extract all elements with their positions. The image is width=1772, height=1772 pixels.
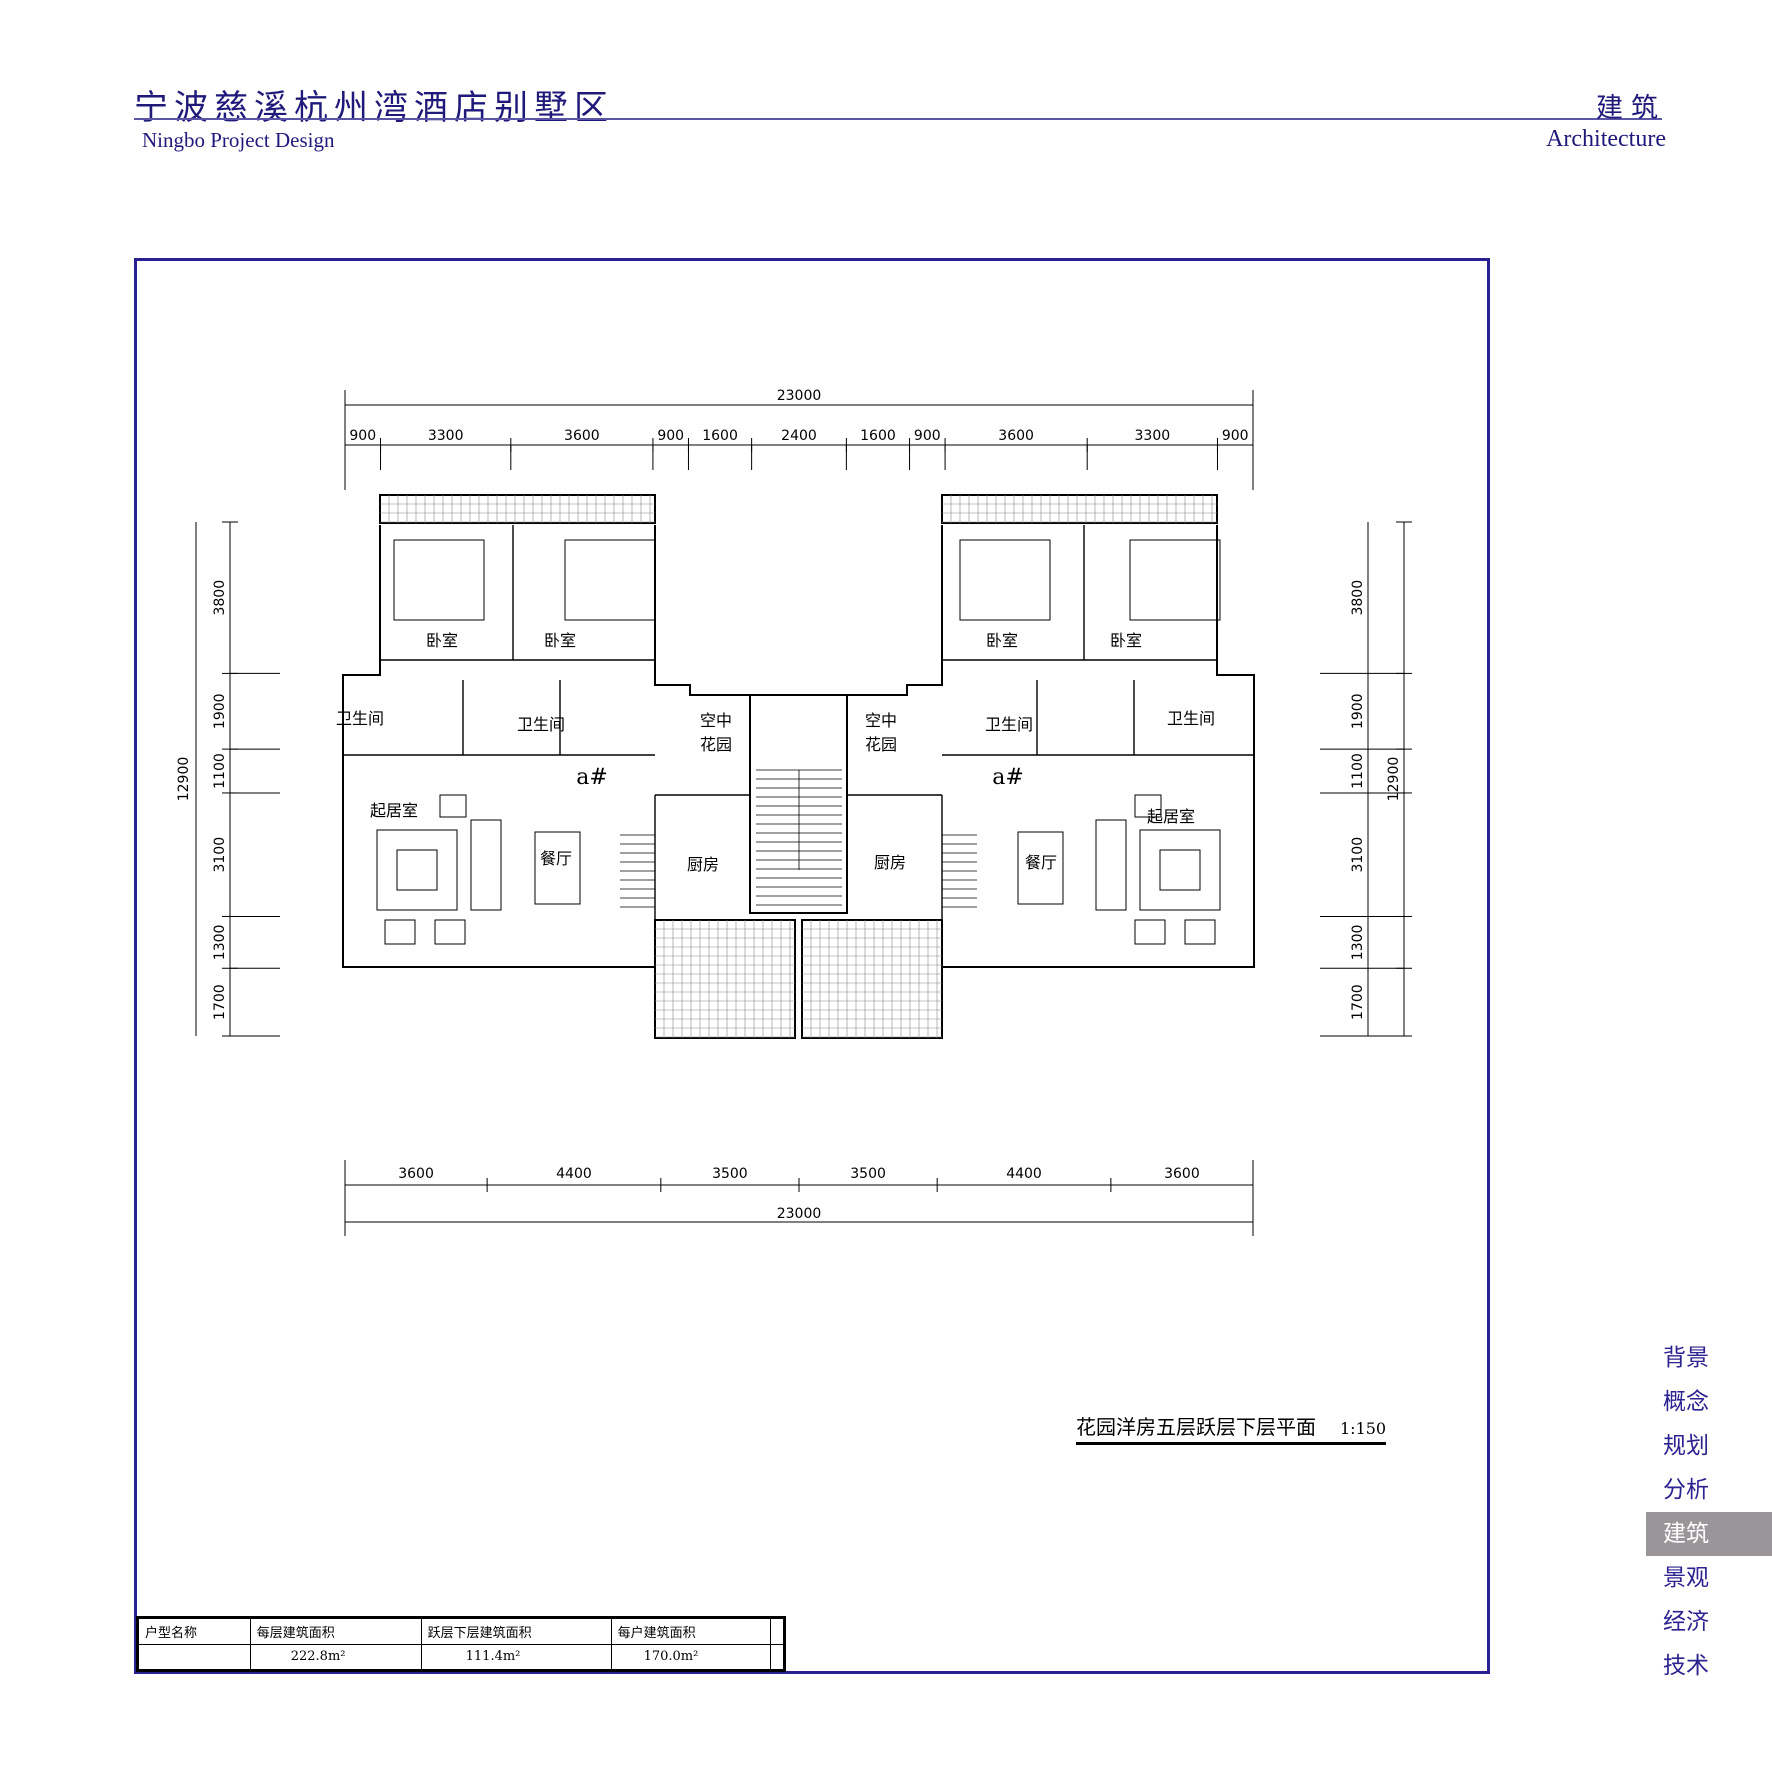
- nav-item-analysis[interactable]: 分析: [1663, 1477, 1709, 1503]
- room-label-sky-garden: 花园: [865, 735, 897, 754]
- nav-item-technology[interactable]: 技术: [1663, 1653, 1709, 1679]
- table-header-cell: 户型名称: [137, 1617, 251, 1645]
- area-table: 户型名称 每层建筑面积 跃层下层建筑面积 每户建筑面积 222.8m² 111.…: [136, 1616, 786, 1672]
- area-table-header: 户型名称 每层建筑面积 跃层下层建筑面积 每户建筑面积: [137, 1617, 785, 1645]
- dim-top-segment: 900: [657, 428, 684, 444]
- dim-top-segment: 2400: [781, 428, 817, 444]
- dim-top-segment: 1600: [860, 428, 896, 444]
- room-label-dining: 餐厅: [540, 849, 572, 868]
- section-title-en: Architecture: [1546, 126, 1666, 152]
- header-rule: [134, 118, 1662, 120]
- room-label-bathroom: 卫生间: [985, 715, 1033, 734]
- room-label-kitchen: 厨房: [874, 853, 906, 872]
- room-label-bathroom: 卫生间: [336, 709, 384, 728]
- dim-bottom-segment: 3600: [1164, 1166, 1200, 1182]
- section-title: 建筑: [1596, 93, 1666, 124]
- room-label-kitchen: 厨房: [687, 855, 719, 874]
- dim-right-segment: 1100: [1350, 753, 1366, 789]
- dim-left-segment: 1700: [212, 984, 228, 1020]
- table-header-cell: 每层建筑面积: [249, 1617, 422, 1645]
- dim-top-segment: 3300: [1135, 428, 1171, 444]
- table-cell: [770, 1643, 785, 1671]
- table-cell: 111.4m²: [420, 1643, 612, 1671]
- dim-bottom-segment: 3500: [850, 1166, 886, 1182]
- room-label-living: 起居室: [1147, 807, 1195, 826]
- nav-item-economics[interactable]: 经济: [1663, 1609, 1709, 1635]
- dim-top-segment: 900: [349, 428, 376, 444]
- room-label-bedroom: 卧室: [1110, 631, 1142, 650]
- dim-bottom-segment: 4400: [556, 1166, 592, 1182]
- dim-top-segment: 1600: [702, 428, 738, 444]
- dim-total-bottom: 23000: [777, 1206, 822, 1222]
- dim-total-top: 23000: [777, 388, 822, 404]
- area-table-row: 222.8m² 111.4m² 170.0m²: [137, 1643, 785, 1671]
- drawing-title: 花园洋房五层跃层下层平面 1:150: [1076, 1411, 1387, 1445]
- dim-left-segment: 3100: [212, 837, 228, 873]
- table-header-cell: [770, 1617, 785, 1645]
- dim-bottom-segment: 4400: [1006, 1166, 1042, 1182]
- dim-total-right: 12900: [1386, 757, 1402, 802]
- nav-item-planning[interactable]: 规划: [1663, 1433, 1709, 1459]
- dim-left-segment: 1300: [212, 925, 228, 961]
- table-header-cell: 每户建筑面积: [610, 1617, 772, 1645]
- room-label-bedroom: 卧室: [426, 631, 458, 650]
- table-cell: [137, 1643, 251, 1671]
- dim-right-segment: 1300: [1350, 925, 1366, 961]
- dim-right-segment: 3100: [1350, 837, 1366, 873]
- room-label-sky-garden: 空中: [700, 711, 732, 730]
- section-nav: 背景 概念 规划 分析 建筑 景观 经济 技术: [1646, 1336, 1772, 1688]
- room-label-dining: 餐厅: [1025, 853, 1057, 872]
- unit-mark: a#: [576, 765, 608, 790]
- nav-item-background[interactable]: 背景: [1663, 1345, 1709, 1371]
- dim-total-left: 12900: [176, 757, 192, 802]
- project-title: 宁波慈溪杭州湾酒店别墅区: [134, 88, 614, 128]
- room-label-bathroom: 卫生间: [1167, 709, 1215, 728]
- dim-left-segment: 1900: [212, 693, 228, 729]
- dim-bottom-segment: 3500: [712, 1166, 748, 1182]
- nav-item-concept[interactable]: 概念: [1663, 1389, 1709, 1415]
- dim-left-segment: 1100: [212, 753, 228, 789]
- nav-item-landscape[interactable]: 景观: [1663, 1565, 1709, 1591]
- drawing-frame: [134, 258, 1490, 1674]
- room-label-sky-garden: 空中: [865, 711, 897, 730]
- table-cell: 222.8m²: [249, 1643, 422, 1671]
- dim-bottom-segment: 3600: [398, 1166, 434, 1182]
- unit-mark: a#: [992, 765, 1024, 790]
- dim-top-segment: 900: [1222, 428, 1249, 444]
- nav-item-architecture[interactable]: 建筑: [1646, 1512, 1772, 1556]
- dim-top-segment: 3600: [564, 428, 600, 444]
- dim-left-segment: 3800: [212, 580, 228, 616]
- dim-right-segment: 1700: [1350, 984, 1366, 1020]
- dim-top-segment: 3600: [998, 428, 1034, 444]
- room-label-bathroom: 卫生间: [517, 715, 565, 734]
- drawing-scale: 1:150: [1340, 1419, 1387, 1438]
- dim-top-segment: 900: [914, 428, 941, 444]
- dim-top-segment: 3300: [428, 428, 464, 444]
- room-label-bedroom: 卧室: [544, 631, 576, 650]
- room-label-bedroom: 卧室: [986, 631, 1018, 650]
- dim-right-segment: 1900: [1350, 693, 1366, 729]
- drawing-title-text: 花园洋房五层跃层下层平面: [1076, 1415, 1316, 1439]
- room-label-living: 起居室: [370, 801, 418, 820]
- room-label-sky-garden: 花园: [700, 735, 732, 754]
- dim-right-segment: 3800: [1350, 580, 1366, 616]
- table-header-cell: 跃层下层建筑面积: [420, 1617, 612, 1645]
- table-cell: 170.0m²: [610, 1643, 772, 1671]
- project-subtitle: Ningbo Project Design: [142, 128, 335, 152]
